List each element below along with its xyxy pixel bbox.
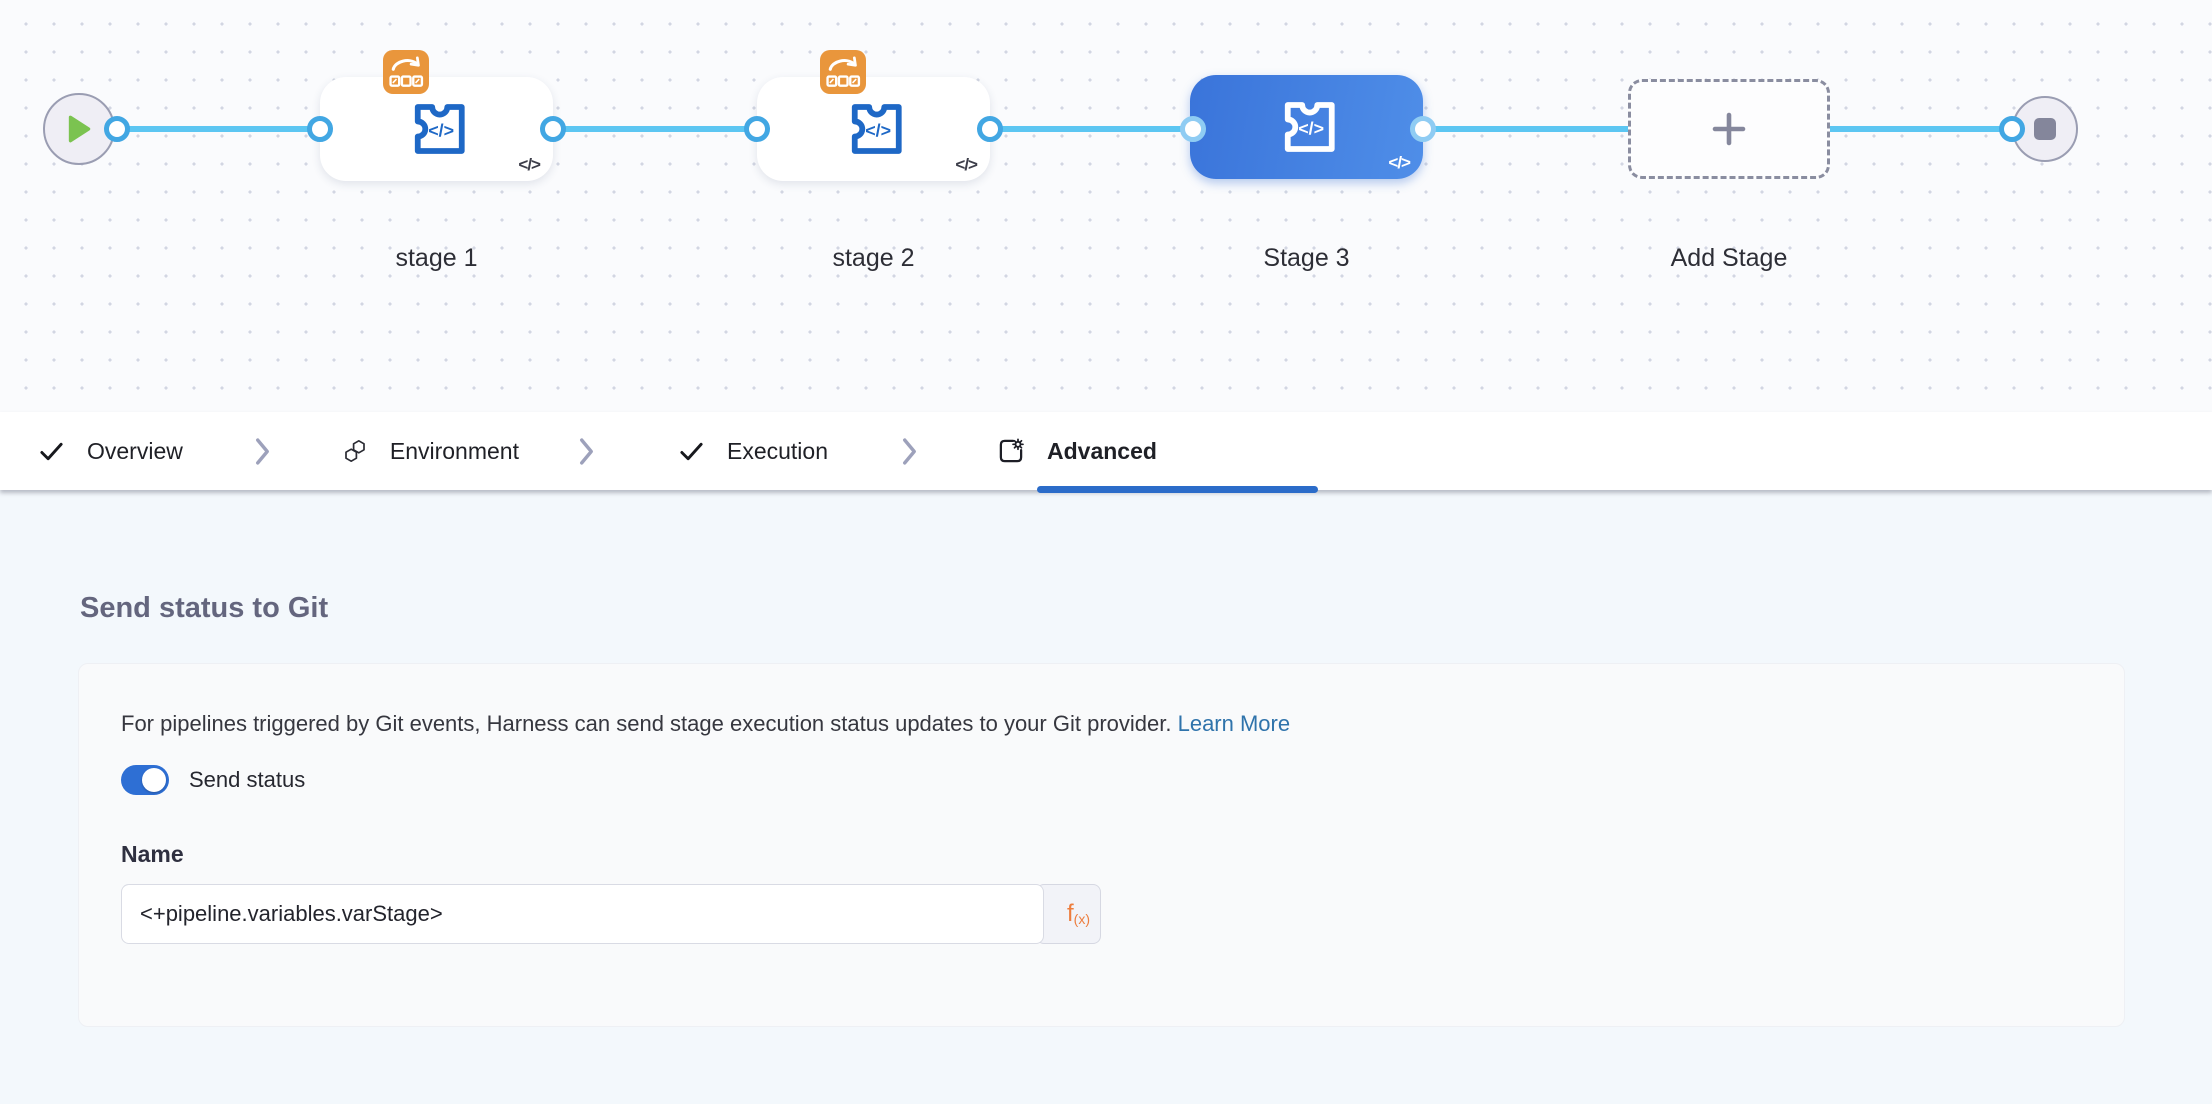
plus-icon xyxy=(1712,112,1746,146)
environment-icon xyxy=(345,439,365,463)
check-icon xyxy=(680,442,703,460)
name-input-row: f(x) xyxy=(121,884,2124,944)
code-indicator: </> xyxy=(955,155,978,174)
send-status-card: For pipelines triggered by Git events, H… xyxy=(78,663,2125,1027)
stage-config-tabbar: Overview Environment Execution xyxy=(0,412,2212,493)
pipeline-canvas[interactable]: </> </> </> </> xyxy=(0,0,2212,412)
connector-port[interactable] xyxy=(1410,116,1436,142)
custom-stage-puzzle-icon: </> xyxy=(414,104,465,154)
stage-node-stage-1[interactable]: </> </> xyxy=(320,50,553,181)
name-input[interactable] xyxy=(121,884,1044,944)
tab-label: Execution xyxy=(726,437,828,464)
stage-node-stage-3-selected[interactable]: </> </> xyxy=(1190,75,1423,179)
check-icon xyxy=(40,442,63,460)
custom-stage-puzzle-icon: </> xyxy=(1284,102,1335,152)
stage-label: Stage 3 xyxy=(1263,244,1350,272)
tab-environment[interactable]: Environment xyxy=(342,438,519,465)
chevron-right-icon xyxy=(900,436,919,467)
description-text: For pipelines triggered by Git events, H… xyxy=(121,708,2124,740)
advanced-gear-icon xyxy=(999,438,1024,463)
rolling-update-icon xyxy=(826,56,861,87)
tab-label: Overview xyxy=(87,437,183,464)
svg-text:</>: </> xyxy=(865,121,891,141)
connector-port[interactable] xyxy=(307,116,333,142)
learn-more-link[interactable]: Learn More xyxy=(1177,711,1291,736)
description-body: For pipelines triggered by Git events, H… xyxy=(121,711,1172,736)
active-tab-underline xyxy=(1037,486,1318,493)
connector-port[interactable] xyxy=(1180,116,1206,142)
chevron-right-icon xyxy=(577,436,596,467)
stage-node-stage-2[interactable]: </> </> xyxy=(757,50,990,181)
tab-overview[interactable]: Overview xyxy=(38,438,183,465)
send-status-toggle-row: Send status xyxy=(121,765,2124,795)
toggle-label: Send status xyxy=(189,767,306,792)
tab-label: Advanced xyxy=(1047,437,1157,464)
section-heading: Send status to Git xyxy=(80,592,329,624)
connector-line xyxy=(100,126,2025,132)
code-indicator: </> xyxy=(518,155,541,174)
custom-stage-puzzle-icon: </> xyxy=(851,104,902,154)
connector-port[interactable] xyxy=(1999,116,2025,142)
rolling-update-icon xyxy=(389,56,424,87)
toggle-knob xyxy=(142,768,166,792)
add-stage-label: Add Stage xyxy=(1670,244,1788,272)
tab-label: Environment xyxy=(389,437,519,464)
name-field-label: Name xyxy=(121,841,184,867)
tab-advanced[interactable]: Advanced xyxy=(997,437,1157,465)
expression-fx-button[interactable]: f(x) xyxy=(1036,884,1101,944)
fx-icon: f xyxy=(1067,900,1074,927)
add-stage-button[interactable] xyxy=(1628,79,1830,179)
fx-icon-sub: (x) xyxy=(1073,911,1090,927)
connector-port[interactable] xyxy=(744,116,770,142)
pipeline-start-node xyxy=(43,93,115,165)
stage-label: stage 2 xyxy=(832,244,915,272)
rolling-update-badge xyxy=(820,50,866,94)
send-status-toggle[interactable] xyxy=(121,765,169,795)
code-indicator: </> xyxy=(1388,153,1411,172)
stop-icon xyxy=(2034,118,2056,140)
svg-text:</>: </> xyxy=(428,121,454,141)
rolling-update-badge xyxy=(383,50,429,94)
svg-text:</>: </> xyxy=(1298,119,1324,139)
play-icon xyxy=(68,115,91,143)
stage-label: stage 1 xyxy=(395,244,478,272)
tab-execution[interactable]: Execution xyxy=(678,438,828,465)
chevron-right-icon xyxy=(253,436,272,467)
connector-port[interactable] xyxy=(104,116,130,142)
connector-port[interactable] xyxy=(977,116,1003,142)
connector-port[interactable] xyxy=(540,116,566,142)
